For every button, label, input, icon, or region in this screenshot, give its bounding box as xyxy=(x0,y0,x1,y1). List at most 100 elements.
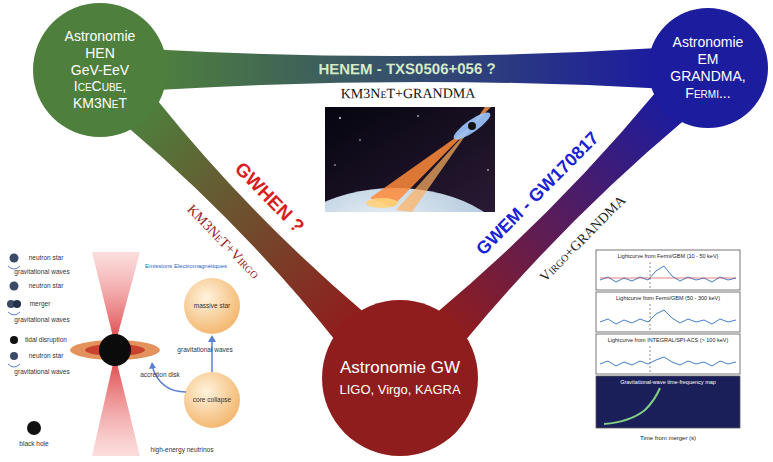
neutron-star-dot xyxy=(10,352,18,360)
star-dot xyxy=(417,115,419,117)
massive-star xyxy=(184,278,240,334)
lightcurve-line xyxy=(600,310,736,324)
illustration-label: gravitational waves xyxy=(14,316,69,323)
arrow-head xyxy=(149,362,156,369)
illustration-label: gravitational waves xyxy=(14,268,69,275)
text-label-holder: neutron star xyxy=(29,282,64,289)
star-dot xyxy=(339,117,341,119)
circle-node: Astronomie HENGeV-EeVIceCube, KM3NeT xyxy=(33,3,168,138)
text-label-holder: accretion disk xyxy=(140,371,180,378)
circle-node: Astronomie EMGRANDMA, Fermi... xyxy=(648,8,769,129)
text-label-holder: core collapse xyxy=(193,396,231,403)
text-label-holder: Lightcurve from Fermi/GBM (50 - 300 keV) xyxy=(615,295,721,301)
text-label-holder: Lightcurve from INTEGRAL/SPI-ACS (> 100 … xyxy=(607,337,730,343)
merger-marker xyxy=(650,262,651,290)
illustration-label: black hole xyxy=(19,440,48,447)
black-hole xyxy=(468,122,476,130)
lightcurve-line xyxy=(600,357,736,366)
node-text-group: Astronomie GW LIGO, Virgo, KAGRA xyxy=(325,358,475,398)
evolution-arrow xyxy=(152,366,186,392)
plot-panel xyxy=(596,292,740,332)
text-label-holder: KM3NeT+Virgo xyxy=(184,202,263,283)
lightcurve-panels xyxy=(596,250,740,428)
text-label-holder: neutron star xyxy=(29,352,64,359)
illustration-label: gravitational waves xyxy=(177,346,232,353)
node-text-group: Astronomie HENGeV-EeVIceCube, KM3NeT xyxy=(54,28,146,112)
text-label-holder: high-energy neutrinos xyxy=(151,446,214,453)
node-text: GeV-EeV xyxy=(71,62,129,79)
jet-beam xyxy=(396,126,472,212)
node-text: IceCube, KM3NeT xyxy=(54,78,146,112)
star-dot xyxy=(359,139,360,140)
black-hole-dot xyxy=(10,336,18,344)
neutrino-jet xyxy=(92,252,140,345)
merger-marker xyxy=(650,346,651,374)
wave-arc xyxy=(8,364,20,367)
neutrino-jet xyxy=(92,355,140,456)
circle-node: Astronomie GW LIGO, Virgo, KAGRA xyxy=(322,300,478,456)
chirp-track xyxy=(604,388,660,424)
illustration-label: Lightcurve from Fermi/GBM (10 - 50 keV) xyxy=(617,253,720,259)
text-label-holder: KM3NeT+GRANDMA xyxy=(340,86,475,103)
background-level xyxy=(600,278,736,279)
text-label-holder: Emissions Electromagnétiques xyxy=(145,263,227,270)
text-label-holder: gravitational waves xyxy=(177,346,232,353)
illustration-label: neutron star xyxy=(29,352,64,359)
node-text: Astronomie GW xyxy=(340,358,460,378)
text-label-holder: black hole xyxy=(19,440,48,447)
lightcurve-line xyxy=(600,266,736,282)
connector-band xyxy=(128,100,364,341)
text-label-holder: merger xyxy=(30,300,51,307)
neutron-star-dot xyxy=(10,254,19,263)
text-label-holder: massive star xyxy=(194,302,230,309)
plot-panel xyxy=(596,250,740,290)
jet-impact xyxy=(366,198,398,208)
illustration-label: Emissions Electromagnétiques xyxy=(145,263,227,270)
merger-marker xyxy=(650,304,651,332)
wave-arc xyxy=(8,312,20,315)
edge-label-holder: HENEM - TXS0506+056 ? xyxy=(319,60,496,79)
plot-panel xyxy=(596,334,740,374)
text-label-holder: gravitational waves xyxy=(14,316,69,323)
node-text-group: Astronomie EMGRANDMA, Fermi... xyxy=(664,34,752,101)
neutron-star-dot xyxy=(10,282,19,291)
collaboration-label: KM3NeT+GRANDMA xyxy=(340,86,475,103)
illustration-label: tidal disruption xyxy=(25,336,67,343)
illustration-label: Gravitational-wave time-frequency map xyxy=(620,379,716,385)
edge-label: HENEM - TXS0506+056 ? xyxy=(319,60,496,79)
connector-band xyxy=(437,93,684,342)
merger-dot xyxy=(13,300,21,308)
node-text: Astronomie HEN xyxy=(54,28,146,62)
connector-band xyxy=(161,48,654,90)
plot-panel xyxy=(596,376,740,428)
sources-illustration xyxy=(7,252,240,456)
collaboration-label: KM3NeT+Virgo xyxy=(184,202,263,283)
collaboration-label: Virgo+GRANDMA xyxy=(537,193,629,286)
node-text: GRANDMA, Fermi... xyxy=(664,68,752,102)
illustration-label: gravitational waves xyxy=(14,368,69,375)
illustration-label: core collapse xyxy=(193,396,231,403)
illustration-label: Lightcurve from Fermi/GBM (50 - 300 keV) xyxy=(615,295,721,301)
illustration-label: neutron star xyxy=(29,282,64,289)
massive-star xyxy=(184,372,240,428)
arrow-head xyxy=(208,335,216,342)
star-dot xyxy=(334,164,335,165)
black-hole-dot xyxy=(27,421,41,435)
central-black-hole xyxy=(99,334,131,366)
text-label-holder: tidal disruption xyxy=(25,336,67,343)
accretion-disc xyxy=(451,108,494,143)
illustration-label: neutron star xyxy=(29,254,64,261)
text-label-holder: Time from merger (s) xyxy=(640,435,696,442)
text-label-holder: Gravitational-wave time-frequency map xyxy=(620,379,716,385)
illustration-label: Lightcurve from INTEGRAL/SPI-ACS (> 100 … xyxy=(607,337,730,343)
text-label-holder: Lightcurve from Fermi/GBM (10 - 50 keV) xyxy=(617,253,720,259)
node-text: LIGO, Virgo, KAGRA xyxy=(339,382,460,398)
edge-label-holder: GWHEN ? xyxy=(230,158,309,238)
text-label-holder: Virgo+GRANDMA xyxy=(537,193,629,286)
illustration-label: massive star xyxy=(194,302,230,309)
node-text: Astronomie EM xyxy=(664,34,752,68)
space-scene xyxy=(325,107,495,212)
text-label-holder: gravitational waves xyxy=(14,368,69,375)
illustration-label: Time from merger (s) xyxy=(640,435,696,442)
